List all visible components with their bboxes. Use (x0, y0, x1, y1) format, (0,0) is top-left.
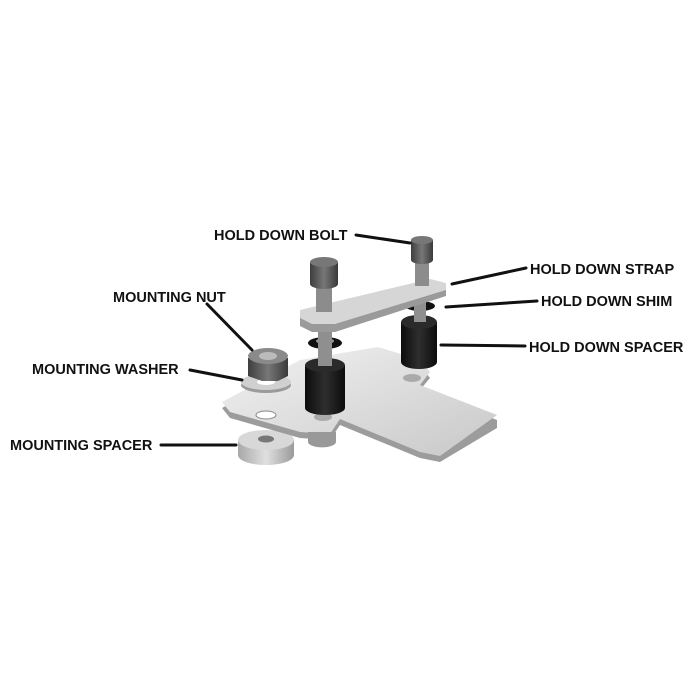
mounting-nut-part (248, 348, 288, 381)
mounting-washer-leader (188, 368, 244, 382)
label-mounting-nut: MOUNTING NUT (113, 290, 226, 306)
mounting-spacer-part (238, 430, 294, 465)
mounting-nut-leader (205, 302, 254, 352)
hold-down-bolt-rear (411, 236, 433, 286)
label-hold-down-spacer: HOLD DOWN SPACER (529, 340, 684, 356)
hold-down-strap-part (300, 279, 446, 332)
hold-down-bolt-front (310, 257, 338, 312)
base-plate (222, 347, 497, 462)
label-mounting-spacer: MOUNTING SPACER (10, 438, 153, 454)
hold-down-shim-leader (444, 299, 539, 309)
hold-down-bolt-leader (354, 233, 412, 245)
label-hold-down-bolt: HOLD DOWN BOLT (214, 228, 348, 244)
label-mounting-washer: MOUNTING WASHER (32, 362, 179, 378)
hold-down-spacer-front (305, 318, 345, 415)
label-hold-down-shim: HOLD DOWN SHIM (541, 294, 672, 310)
hold-down-strap-leader (450, 266, 528, 286)
hold-down-spacer-leader (439, 343, 527, 348)
label-hold-down-strap: HOLD DOWN STRAP (530, 262, 675, 278)
